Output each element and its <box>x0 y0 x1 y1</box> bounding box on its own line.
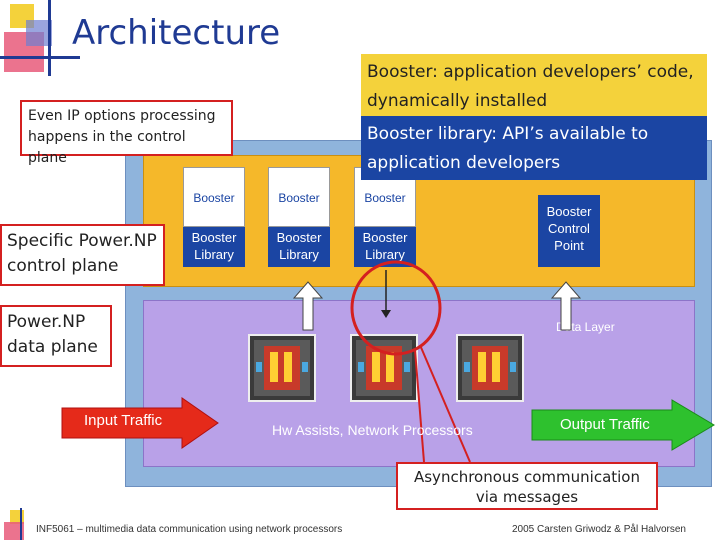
input-traffic-label: Input Traffic <box>84 412 163 429</box>
footer-authors: 2005 Carsten Griwodz & Pål Halvorsen <box>512 524 686 535</box>
booster-library-definition-note: Booster library: API’s available to appl… <box>361 116 707 180</box>
booster-box-2: Booster <box>268 167 330 227</box>
network-processor-chip-3 <box>456 334 524 402</box>
async-communication-note: Asynchronous communication via messages <box>396 462 658 510</box>
ip-processing-note: Even IP options processing happens in th… <box>20 100 233 166</box>
booster-library-2: Booster Library <box>268 227 330 267</box>
footer-logo <box>0 508 34 540</box>
booster-library-3: Booster Library <box>354 227 416 267</box>
output-traffic-label: Output Traffic <box>560 416 650 433</box>
data-plane-note: Power.NP data plane <box>0 305 112 367</box>
booster-box-1: Booster <box>183 167 245 227</box>
footer-course: INF5061 – multimedia data communication … <box>36 524 343 535</box>
booster-library-1: Booster Library <box>183 227 245 267</box>
control-plane-note: Specific Power.NP control plane <box>0 224 165 286</box>
hw-assists-label: Hw Assists, Network Processors <box>272 422 473 438</box>
network-processor-chip-1 <box>248 334 316 402</box>
booster-definition-note: Booster: application developers’ code, d… <box>361 54 707 116</box>
booster-control-point: Booster Control Point <box>538 195 600 267</box>
page-title: Architecture <box>72 13 281 53</box>
